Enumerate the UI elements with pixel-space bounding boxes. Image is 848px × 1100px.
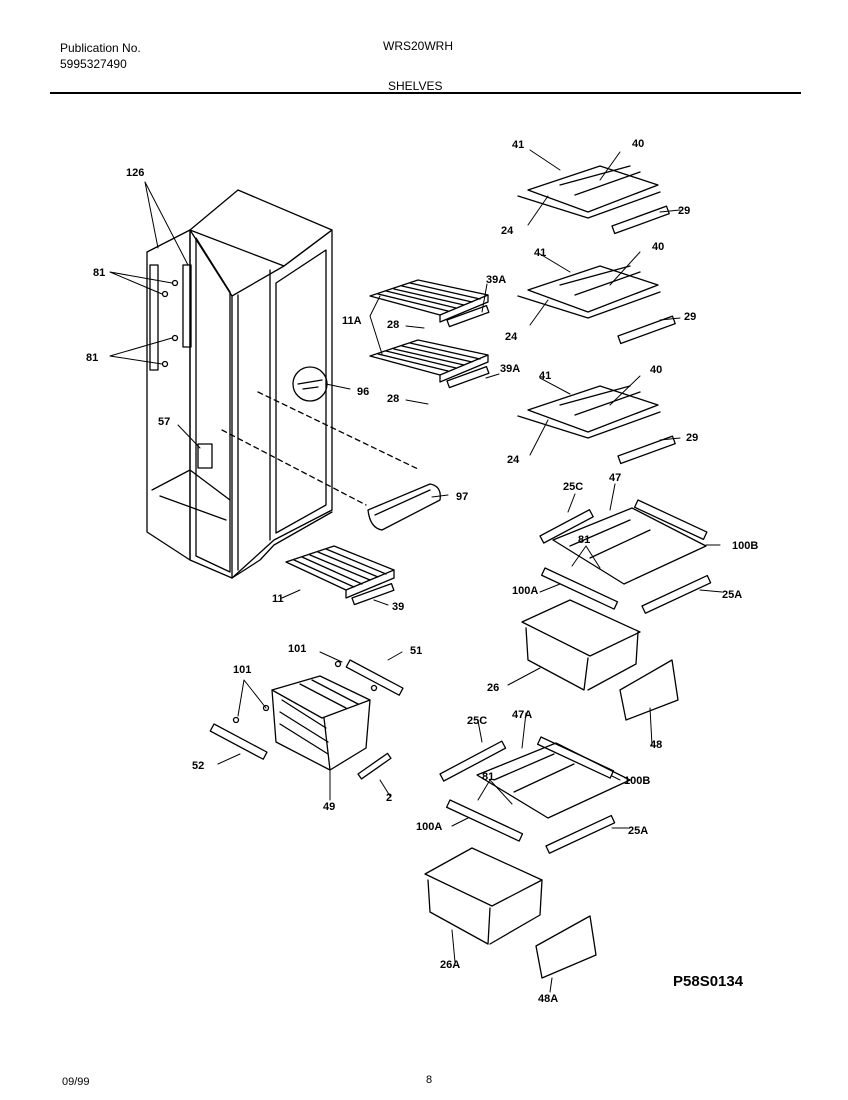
part-label: 25C	[467, 715, 487, 727]
part-label: 100B	[732, 540, 758, 552]
part-label: 40	[632, 138, 644, 150]
part-label: 26	[487, 682, 499, 694]
part-label: 48A	[538, 993, 558, 1005]
footer-date: 09/99	[62, 1076, 90, 1088]
part-label: 24	[507, 454, 520, 466]
crisper-pans-drawing	[424, 599, 679, 979]
part-label: 29	[684, 311, 696, 323]
refrigerator-cabinet-drawing	[146, 189, 441, 579]
figure-code: P58S0134	[673, 973, 744, 990]
part-label: 25C	[563, 481, 583, 493]
part-label: 25A	[628, 825, 648, 837]
part-label: 101	[288, 643, 306, 655]
wire-shelves-drawing	[285, 279, 490, 606]
part-label: 41	[534, 247, 546, 259]
publication-label: Publication No.	[60, 41, 141, 55]
part-label: 100A	[416, 821, 442, 833]
part-label: 57	[158, 416, 170, 428]
crisper-covers-drawing	[439, 499, 712, 854]
part-label: 39A	[486, 274, 506, 286]
part-label: 40	[652, 241, 664, 253]
part-label: 40	[650, 364, 662, 376]
leader-lines	[109, 149, 723, 993]
part-label: 39	[392, 601, 404, 613]
part-label: 100B	[624, 775, 650, 787]
part-label: 126	[126, 167, 144, 179]
part-label: 51	[410, 645, 422, 657]
part-label: 100A	[512, 585, 538, 597]
part-label: 25A	[722, 589, 742, 601]
part-label: 28	[387, 393, 399, 405]
part-label: 24	[505, 331, 518, 343]
part-label: 81	[482, 771, 494, 783]
part-label: 47	[609, 472, 621, 484]
part-label: 2	[386, 792, 392, 804]
section-title: SHELVES	[388, 79, 443, 93]
part-label: 81	[578, 534, 590, 546]
part-label: 26A	[440, 959, 460, 971]
part-label: 11A	[342, 315, 362, 327]
page-number: 8	[426, 1074, 433, 1086]
part-label: 52	[192, 760, 204, 772]
part-label: 49	[323, 801, 335, 813]
part-label: 97	[456, 491, 468, 503]
part-label: 81	[86, 352, 98, 364]
part-label: 39A	[500, 363, 520, 375]
part-label: 24	[501, 225, 514, 237]
part-label: 81	[93, 267, 105, 279]
part-label: 28	[387, 319, 399, 331]
part-label: 101	[233, 664, 251, 676]
part-label: 48	[650, 739, 662, 751]
part-label: 41	[512, 139, 524, 151]
part-label: 41	[539, 370, 551, 382]
part-label: 29	[678, 205, 690, 217]
header-rule	[50, 92, 801, 94]
publication-number: 5995327490	[60, 57, 127, 71]
freezer-basket-drawing	[209, 659, 404, 780]
part-label: 29	[686, 432, 698, 444]
part-label: 96	[357, 386, 369, 398]
part-labels: 126 81 81 57 96 97 11A 28 39A 28 39A 11 …	[86, 138, 758, 1005]
model-number: WRS20WRH	[383, 39, 454, 53]
part-label: 11	[272, 593, 284, 605]
part-label: 47A	[512, 709, 532, 721]
glass-shelves-drawing	[517, 165, 676, 465]
